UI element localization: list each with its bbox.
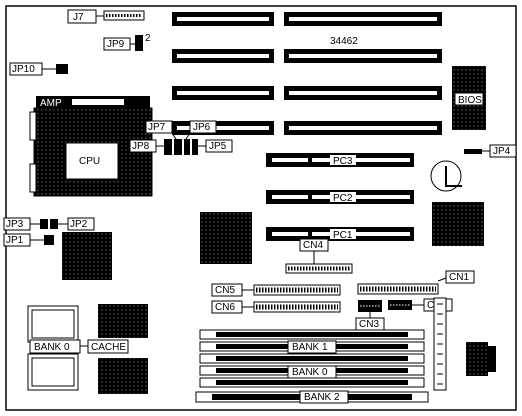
bank2-label: BANK 2 bbox=[304, 392, 340, 403]
cache-chip-3 bbox=[98, 304, 148, 338]
jp5-label: JP5 bbox=[209, 141, 227, 152]
jp1-jumper bbox=[44, 235, 54, 245]
cache-bank0-label: BANK 0 bbox=[34, 342, 70, 353]
jp9-jumper bbox=[135, 35, 143, 51]
jp3-jumper bbox=[40, 219, 48, 229]
board-id: 34462 bbox=[330, 36, 358, 47]
chip-left bbox=[62, 232, 112, 280]
pc2-slot bbox=[266, 190, 414, 204]
j7-label: J7 bbox=[73, 12, 84, 23]
jp2-label: JP2 bbox=[70, 219, 88, 230]
jp3-label: JP3 bbox=[6, 219, 24, 230]
cn1-header bbox=[357, 283, 439, 295]
bank0-label: BANK 0 bbox=[292, 367, 328, 378]
cn3-label: CN3 bbox=[359, 319, 379, 330]
cn6-header bbox=[253, 301, 341, 313]
jp4-jumper bbox=[464, 149, 482, 154]
cpu-jumper-block bbox=[164, 139, 198, 155]
bios-label: BIOS bbox=[458, 95, 482, 106]
keyboard-port bbox=[466, 342, 488, 376]
chip-right bbox=[432, 202, 484, 246]
pc1-slot bbox=[266, 227, 414, 241]
vertical-connector-pins bbox=[437, 303, 443, 385]
cpu-label: CPU bbox=[79, 156, 100, 167]
jp4-label: JP4 bbox=[493, 146, 511, 157]
pc3-slot bbox=[266, 153, 414, 167]
cn6-label: CN6 bbox=[215, 302, 235, 313]
isa-slots-right bbox=[284, 12, 442, 135]
jp6-label: JP6 bbox=[193, 122, 211, 133]
jp1-label: JP1 bbox=[6, 235, 24, 246]
pc3-label: PC3 bbox=[333, 156, 353, 167]
cn5-label: CN5 bbox=[215, 285, 235, 296]
jp9-label: JP9 bbox=[107, 39, 125, 50]
pc2-label: PC2 bbox=[333, 193, 353, 204]
jp9-pin-label: 2 bbox=[145, 33, 151, 44]
cache-chip-4 bbox=[98, 358, 148, 394]
jp7-label: JP7 bbox=[148, 122, 166, 133]
bank1-label: BANK 1 bbox=[292, 342, 328, 353]
pc1-label: PC1 bbox=[333, 230, 353, 241]
jp8-label: JP8 bbox=[132, 141, 150, 152]
chip-center bbox=[200, 212, 252, 264]
cn5-header bbox=[253, 284, 341, 296]
cache-label: CACHE bbox=[91, 342, 126, 353]
cpu-chip bbox=[65, 142, 119, 180]
amp-label: AMP bbox=[40, 98, 62, 109]
cn1-label: CN1 bbox=[449, 272, 469, 283]
jp10-label: JP10 bbox=[12, 64, 35, 75]
cn4-label: CN4 bbox=[303, 240, 323, 251]
jp10-jumper bbox=[56, 64, 68, 74]
isa-slots-left bbox=[172, 12, 274, 135]
jp2-jumper bbox=[50, 219, 58, 229]
